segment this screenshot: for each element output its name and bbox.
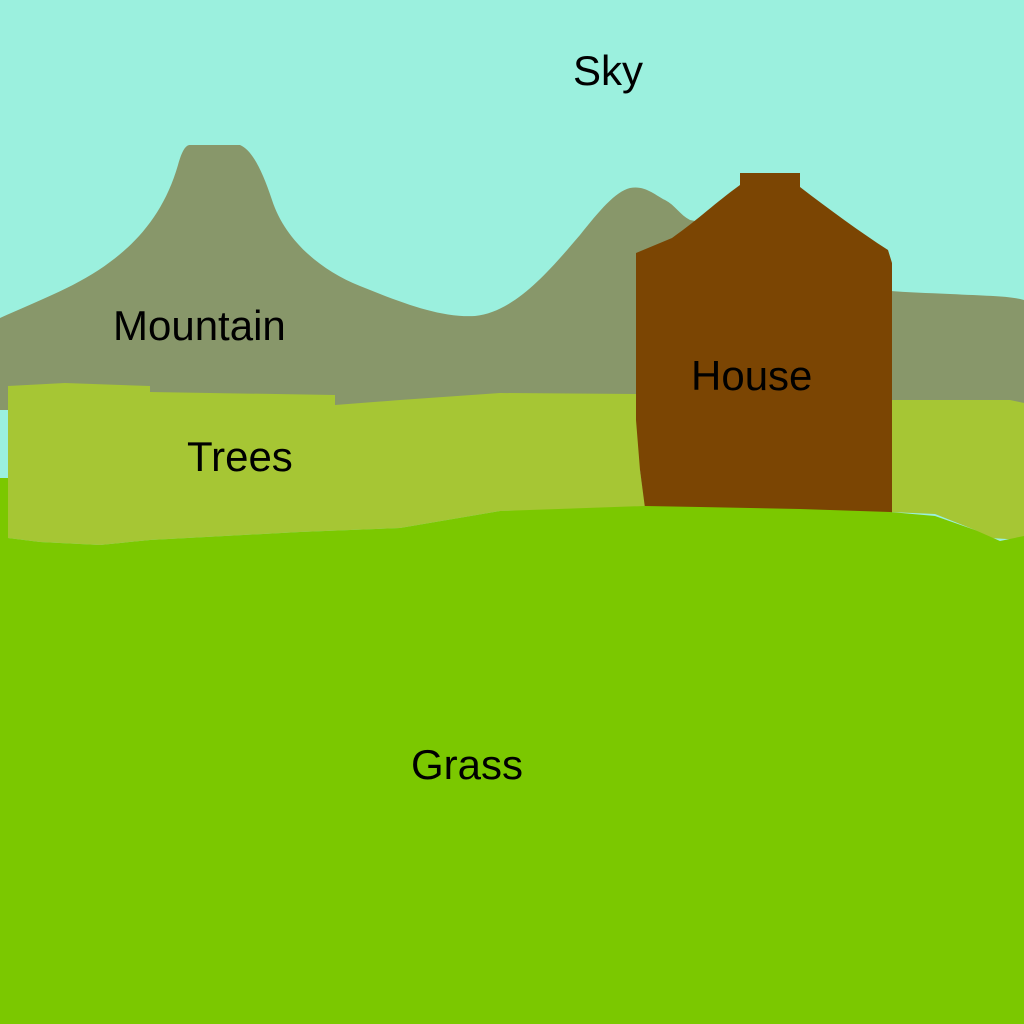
trees-label: Trees — [187, 433, 293, 480]
grass-label: Grass — [411, 741, 524, 788]
mountain-label: Mountain — [113, 302, 286, 349]
trees-region — [8, 383, 1024, 545]
grass-region — [0, 478, 1024, 1024]
sky-label: Sky — [573, 47, 644, 94]
house-label: House — [691, 352, 813, 399]
house-region — [636, 173, 892, 515]
